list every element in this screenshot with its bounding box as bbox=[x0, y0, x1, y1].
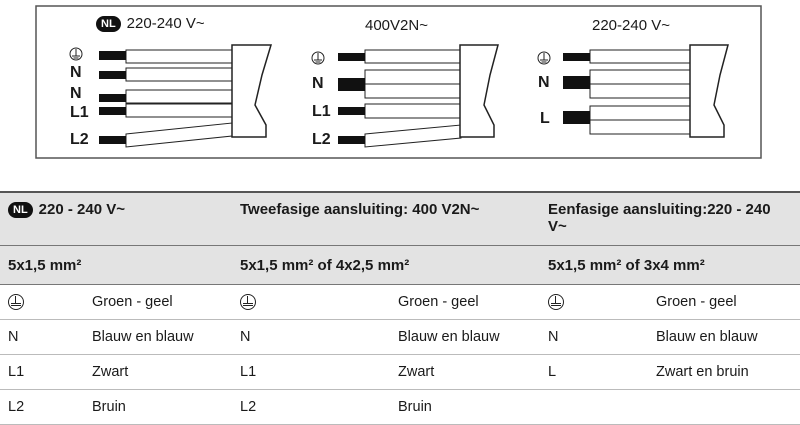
header-two-phase: Tweefasige aansluiting: 400 V2N~ bbox=[232, 191, 540, 246]
wire-color: Groen - geel bbox=[384, 284, 540, 320]
wire-label: L1 bbox=[312, 103, 331, 120]
wire-color: Groen - geel bbox=[84, 284, 232, 320]
wire-label: L2 bbox=[70, 131, 89, 148]
wire-label: N bbox=[538, 74, 550, 91]
wire-label: N bbox=[312, 75, 324, 92]
terminal: N bbox=[0, 319, 84, 355]
terminal: L bbox=[540, 354, 648, 390]
wire-color: Bruin bbox=[84, 389, 232, 425]
wire-label: N bbox=[70, 85, 82, 102]
header-one-phase: Eenfasige aansluiting:220 - 240 V~ bbox=[540, 191, 800, 246]
terminal: L2 bbox=[232, 389, 384, 425]
earth-icon bbox=[548, 294, 564, 311]
nl-badge: NL bbox=[8, 202, 33, 219]
diagram-title-3: 220-240 V~ bbox=[592, 17, 670, 34]
diagram-title-2: 400V2N~ bbox=[365, 17, 428, 34]
nl-badge: NL bbox=[96, 16, 121, 33]
wire-label: L2 bbox=[312, 131, 331, 148]
table-row: Groen - geel Groen - geel Groen - geel bbox=[0, 284, 800, 320]
wire-label: N bbox=[70, 64, 82, 81]
terminal: L1 bbox=[0, 354, 84, 390]
wire-color: Zwart bbox=[84, 354, 232, 390]
wire-color: Zwart bbox=[384, 354, 540, 390]
earth-icon bbox=[240, 294, 256, 311]
cable-size: 5x1,5 mm² of 3x4 mm² bbox=[540, 245, 800, 285]
terminal: N bbox=[232, 319, 384, 355]
wire-color: Blauw en blauw bbox=[648, 319, 800, 355]
cable-size: 5x1,5 mm² of 4x2,5 mm² bbox=[232, 245, 540, 285]
wiring-diagram bbox=[35, 5, 762, 159]
wire-color: Zwart en bruin bbox=[648, 354, 800, 390]
wire-color bbox=[648, 389, 800, 425]
terminal: N bbox=[540, 319, 648, 355]
earth-icon bbox=[8, 294, 24, 311]
terminal: L2 bbox=[0, 389, 84, 425]
wire-color: Blauw en blauw bbox=[84, 319, 232, 355]
cable-size: 5x1,5 mm² bbox=[0, 245, 232, 285]
terminal bbox=[540, 389, 648, 425]
wire-label: L bbox=[540, 110, 550, 127]
wire-label: L1 bbox=[70, 104, 89, 121]
wire-color: Blauw en blauw bbox=[384, 319, 540, 355]
wire-color: Bruin bbox=[384, 389, 540, 425]
terminal: L1 bbox=[232, 354, 384, 390]
wire-color: Groen - geel bbox=[648, 284, 800, 320]
